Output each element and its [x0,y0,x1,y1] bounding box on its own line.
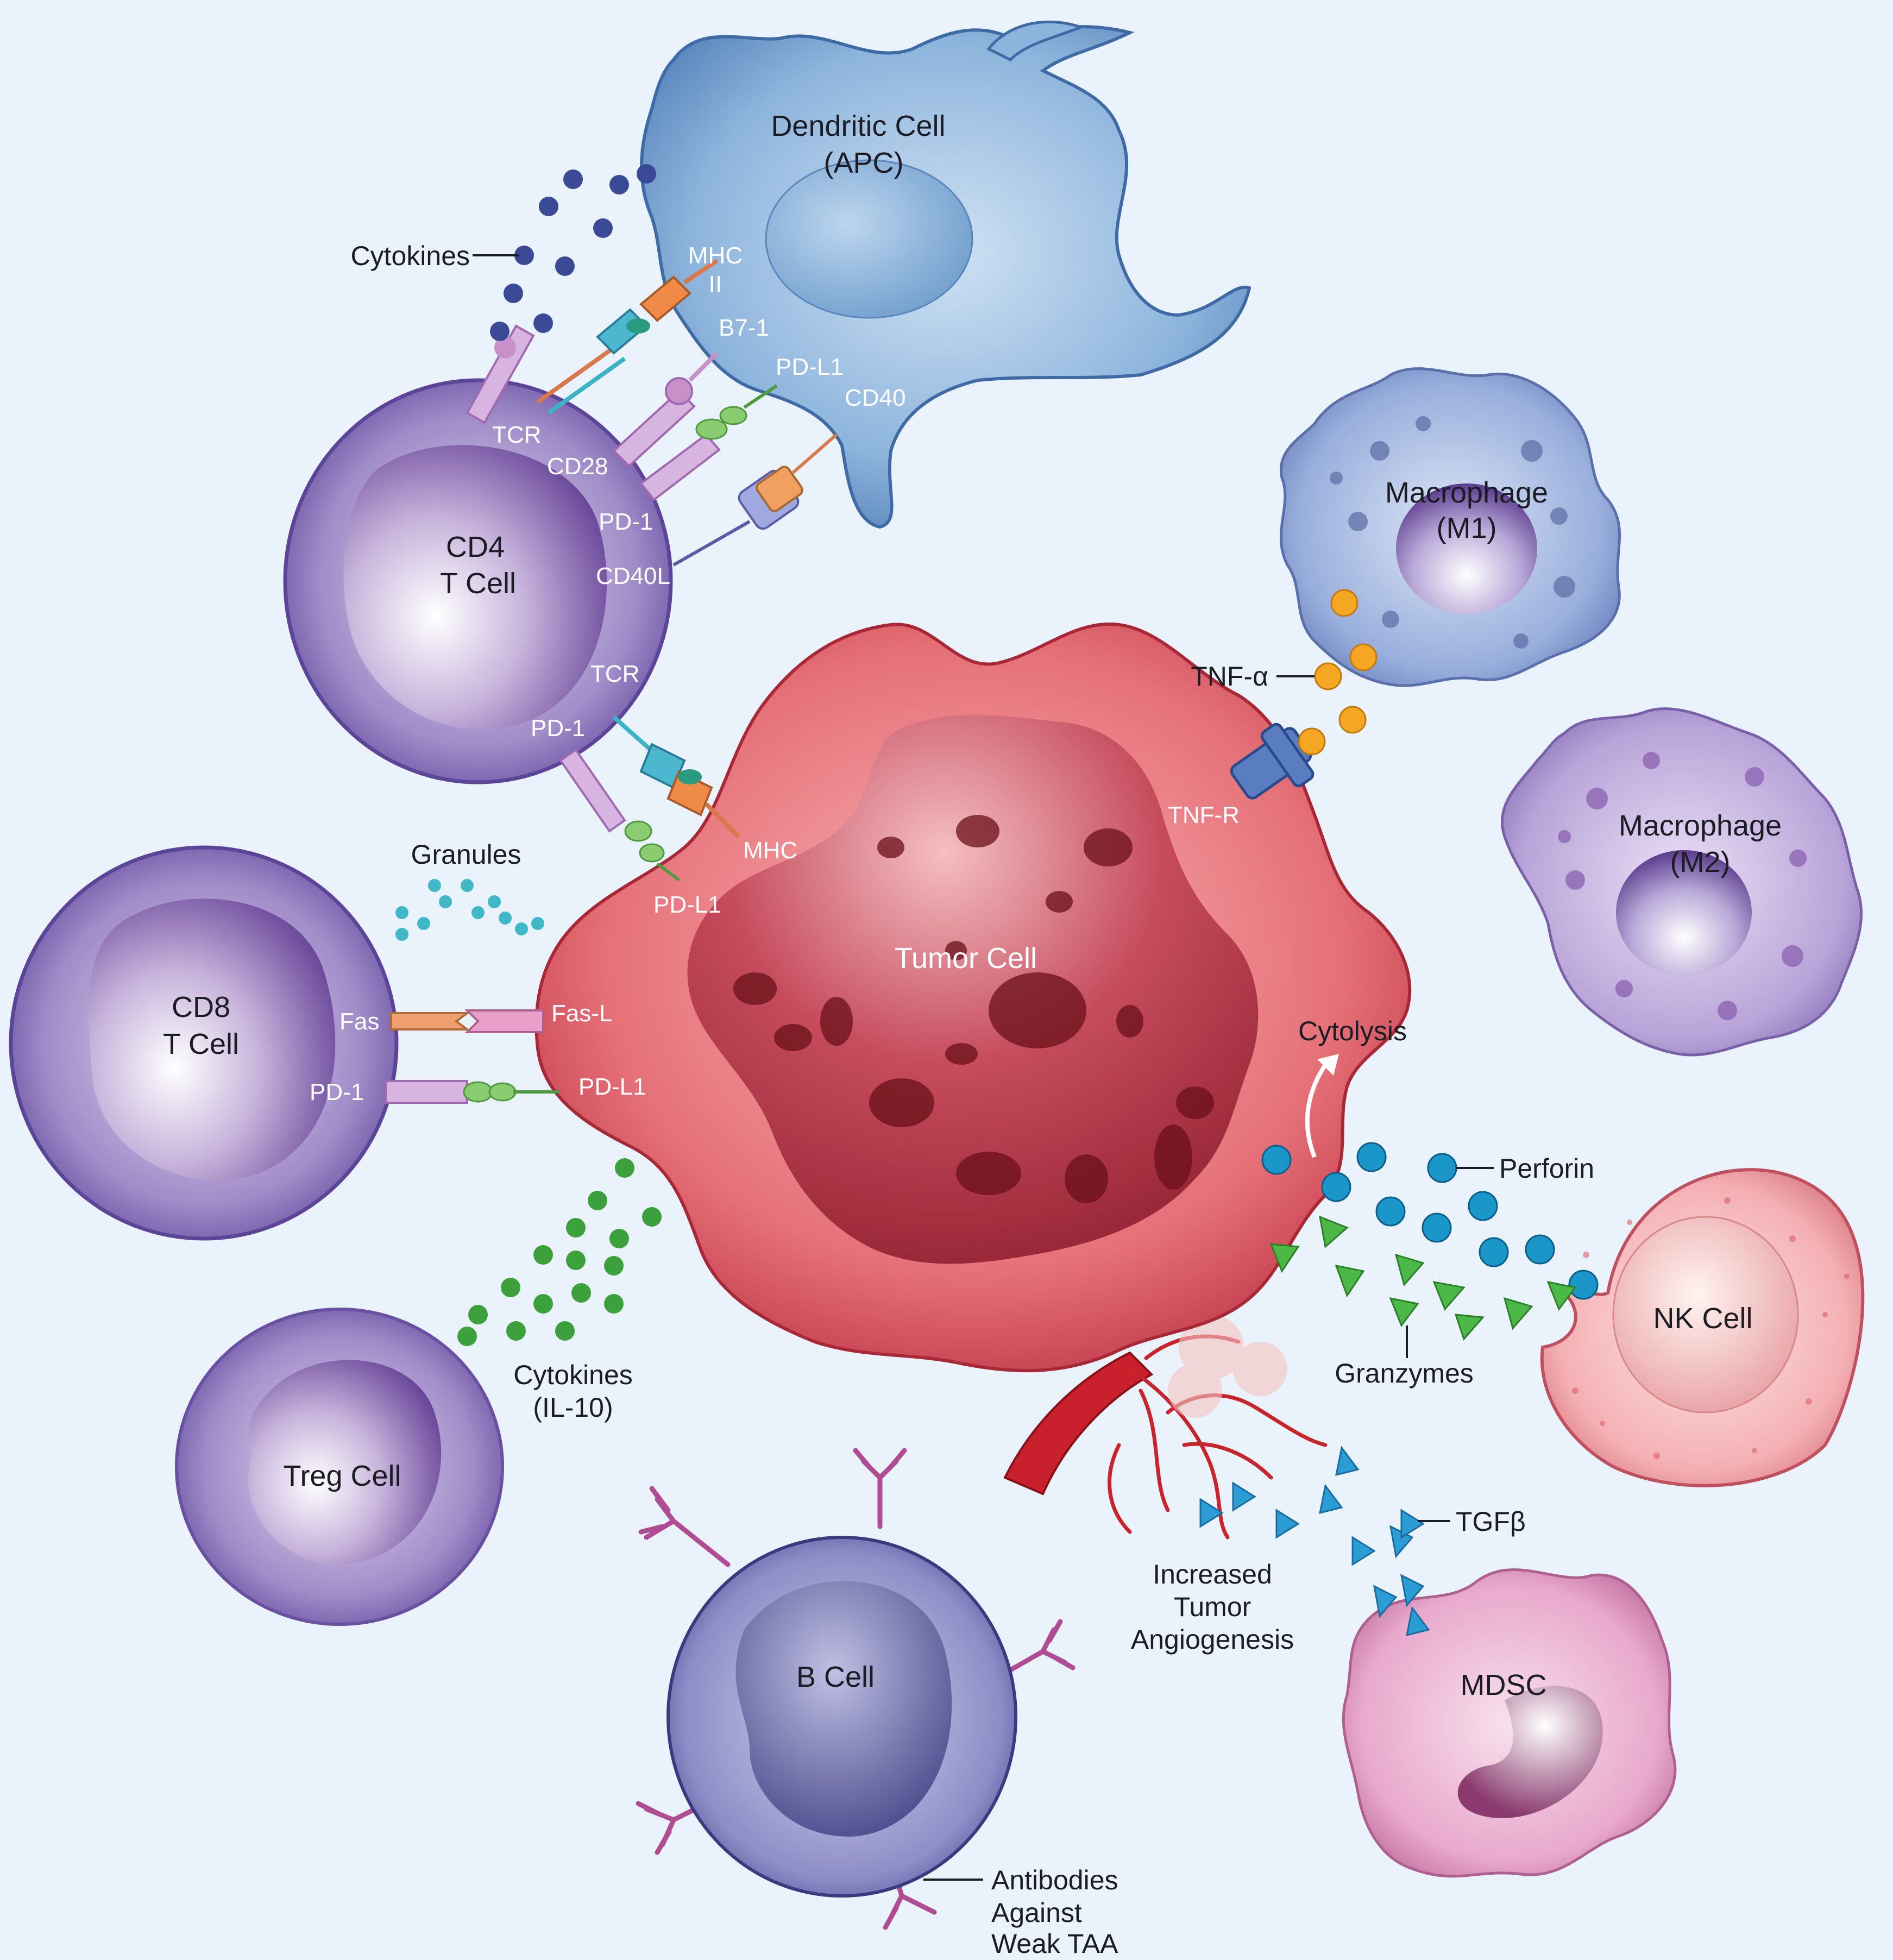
macrophage-m2 [1500,707,1863,1057]
receptor-links [385,259,1315,1104]
tgfb-label: TGFβ [1456,1506,1526,1537]
cytolysis-label: Cytolysis [1298,1016,1407,1046]
cytokines-il10 [457,1158,662,1346]
pd-1-cd4-label: PD-1 [599,508,653,535]
tcr-cd4-label: TCR [492,422,541,448]
cd8-t-cell [9,845,399,1241]
macrophage-m1-sublabel: (M1) [1437,512,1497,544]
b-cell-label: B Cell [796,1661,875,1693]
cytolysis-arrow [1305,1063,1328,1158]
b-cell [636,1448,1076,1930]
mhc-ii-label-line2: II [709,271,722,298]
cytokines-il10-label-line2: (IL-10) [533,1392,613,1423]
pd-1-pd-l1-cd8-link [385,1080,559,1104]
perforin-molecules [1261,1142,1599,1300]
pd-l1-tumor-lower-label: PD-L1 [578,1073,646,1100]
pd-1-pd-l1-tumor-upper-link [559,748,680,882]
fas-l-label: Fas-L [551,1000,612,1027]
tnf-alpha-molecules [1298,589,1378,756]
granzymes-label: Granzymes [1335,1358,1474,1389]
macrophage-m1 [1279,367,1621,687]
granules [395,879,544,941]
treg-cell [175,1308,504,1626]
angiogenesis-label-line2: Tumor [1174,1592,1251,1622]
tnf-alpha-label: TNF-α [1191,661,1268,692]
angiogenesis-vessels [1003,1315,1328,1540]
fas-fas-l-link [390,1009,544,1033]
cd40l-cd40-link [672,433,838,567]
cd4-label-line2: T Cell [440,567,516,600]
cd4-label-line1: CD4 [446,531,505,563]
cd8-label-line2: T Cell [163,1028,239,1060]
pd-1-pd-l1-dc-link [639,384,778,501]
dendritic-cell-sublabel: (APC) [824,147,904,179]
pd-l1-tumor-label: PD-L1 [653,891,721,918]
tnf-r-label: TNF-R [1168,802,1240,828]
macrophage-m2-sublabel: (M2) [1670,846,1731,878]
cd4-t-cell [283,378,673,784]
nk-cell-label: NK Cell [1653,1302,1752,1335]
mdsc [1342,1568,1677,1878]
antibodies-label-line2: Against [991,1898,1082,1928]
cytokines-il10-label-line1: Cytokines [513,1360,633,1390]
cell-labels: Dendritic Cell (APC) CD4 T Cell CD8 T Ce… [163,110,1782,1701]
receptor-labels: MHC II B7-1 PD-L1 CD40 TCR CD28 PD-1 CD4… [310,242,1240,1105]
antibodies-label-line1: Antibodies [991,1865,1118,1895]
angiogenesis-label-line3: Angiogenesis [1131,1624,1294,1655]
pd-1-cd4-lower-label: PD-1 [531,715,585,742]
treg-cell-label: Treg Cell [283,1460,401,1492]
macrophage-m1-label: Macrophage [1385,476,1548,509]
tcr-mhc-tumor-link [612,715,740,838]
granzyme-molecules [1269,1215,1577,1341]
tumor-cell-label: Tumor Cell [895,942,1037,975]
nk-cell [1540,1168,1865,1487]
cytokine-receptor-arm [466,324,535,424]
cytokines-top-label: Cytokines [350,241,470,271]
mdsc-label: MDSC [1461,1669,1547,1701]
cd28-label: CD28 [547,453,608,480]
tcr-mhc-ii-complex [536,259,719,415]
angiogenesis-label-line1: Increased [1153,1559,1272,1590]
cytokines-top [490,164,656,341]
mhc-tumor-label: MHC [743,837,797,864]
leader-lines [473,254,1494,1881]
tcr-cd4-lower-label: TCR [590,661,639,687]
cd40-label: CD40 [845,385,906,411]
b7-1-label: B7-1 [719,315,769,341]
tumor-cell [534,622,1412,1373]
dendritic-cell [640,20,1251,529]
macrophage-m2-label: Macrophage [1619,809,1782,842]
dendritic-cell-label: Dendritic Cell [771,110,945,142]
fas-label: Fas [339,1008,379,1035]
cd28-b7-1-link [612,351,719,468]
pd-l1-dc-label: PD-L1 [776,354,844,380]
cd40l-label: CD40L [596,563,670,589]
cytolysis-arrowhead [1317,1054,1339,1076]
antibodies-label-line3: Weak TAA [991,1928,1118,1957]
annotation-labels: Cytokines Granules TNF-α Cytolysis Perfo… [350,241,1594,1959]
dendritic-nucleus [765,159,973,319]
granules-label: Granules [411,839,521,870]
cd8-label-line1: CD8 [172,991,230,1023]
mhc-ii-label-line1: MHC [688,242,743,269]
pd-1-cd8-label: PD-1 [310,1079,364,1105]
tgfb-molecules [1199,1446,1430,1637]
perforin-label: Perforin [1499,1153,1594,1184]
tumor-chromatin [733,815,1214,1203]
